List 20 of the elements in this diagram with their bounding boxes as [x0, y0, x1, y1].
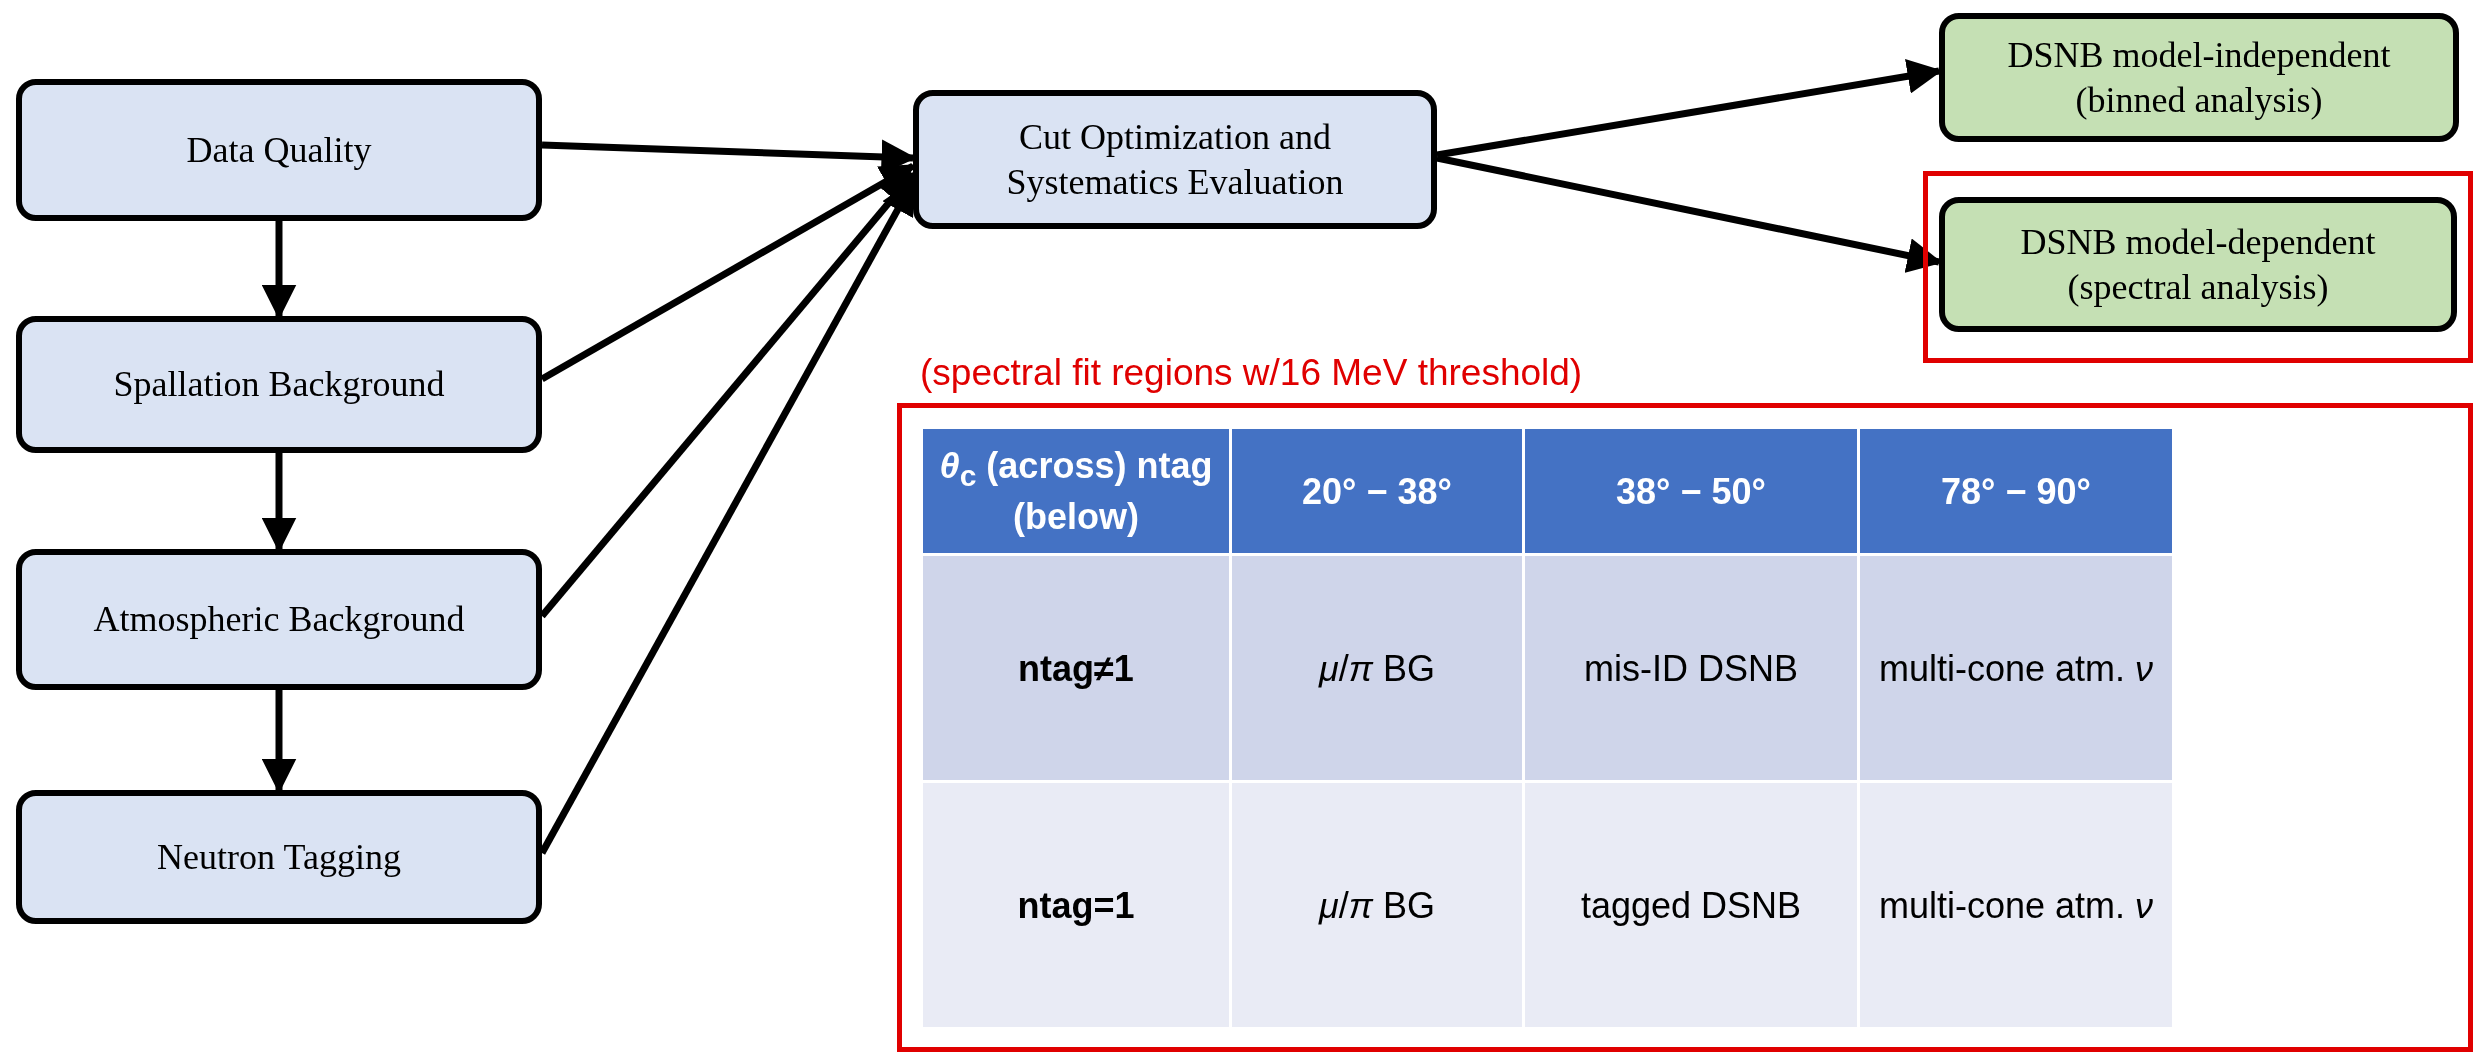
- table-cell: tagged DSNB: [1523, 781, 1859, 1029]
- table-cell: multi-cone atm. ν: [1858, 554, 2174, 782]
- table-header-cell: 78° − 90°: [1858, 427, 2174, 555]
- process-box: Neutron Tagging: [16, 790, 542, 924]
- table-header-cell: 20° − 38°: [1230, 427, 1524, 555]
- table-cell: mis-ID DSNB: [1523, 554, 1859, 782]
- process-box: Spallation Background: [16, 316, 542, 453]
- table-caption: (spectral fit regions w/16 MeV threshold): [920, 352, 1583, 394]
- process-box: DSNB model-independent (binned analysis): [1939, 13, 2459, 142]
- process-box: Cut Optimization and Systematics Evaluation: [913, 90, 1437, 229]
- table-header-cell: 38° − 50°: [1523, 427, 1859, 555]
- table-cell: ntag≠1: [921, 554, 1231, 782]
- process-box: DSNB model-dependent (spectral analysis): [1939, 197, 2457, 332]
- table-cell: ntag=1: [921, 781, 1231, 1029]
- table-cell: μ/π BG: [1230, 554, 1524, 782]
- table-cell: μ/π BG: [1230, 781, 1524, 1029]
- process-box: Atmospheric Background: [16, 549, 542, 690]
- process-box: Data Quality: [16, 79, 542, 221]
- table-cell: multi-cone atm. ν: [1858, 781, 2174, 1029]
- table-header-cell: θ$_{c}$ (across) ntag (below): [921, 427, 1231, 555]
